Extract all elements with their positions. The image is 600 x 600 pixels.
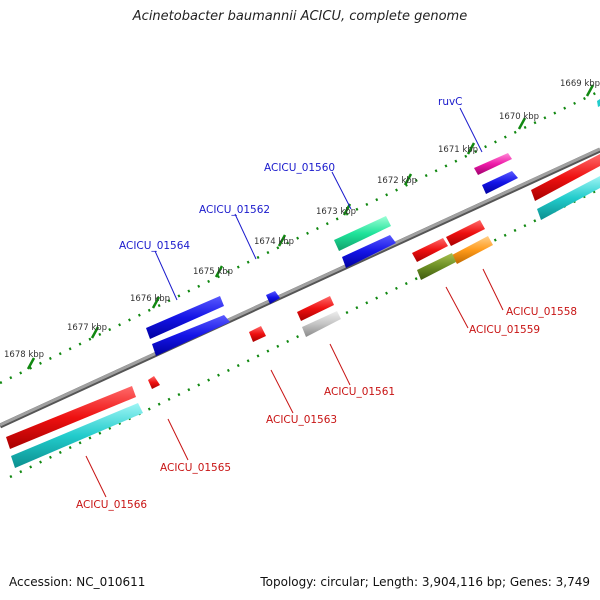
- kbp-label: 1670 kbp: [499, 112, 539, 122]
- gene-acicu-01566-cds[interactable]: [11, 403, 143, 468]
- gene-edge-top-cyan[interactable]: [597, 99, 600, 107]
- gene-label-acicu-01558[interactable]: ACICU_01558: [506, 306, 577, 318]
- bottom-label-leaders: [85, 268, 504, 498]
- kbp-label: 1669 kbp: [560, 79, 600, 89]
- gene-label-acicu-01562[interactable]: ACICU_01562: [199, 204, 270, 216]
- gene-edge-top-red[interactable]: [531, 154, 600, 201]
- gene-ruvc-cds[interactable]: [482, 171, 518, 194]
- gene-acicu-01558-cds[interactable]: [452, 236, 493, 264]
- gene-acicu-01564-cds[interactable]: [152, 315, 230, 356]
- kbp-label: 1675 kbp: [193, 267, 233, 277]
- gene-acicu-01566-gene[interactable]: [6, 386, 136, 449]
- gene-label-acicu-01566[interactable]: ACICU_01566: [76, 499, 147, 511]
- kbp-label: 1674 kbp: [254, 237, 294, 247]
- kbp-label: 1677 kbp: [67, 323, 107, 333]
- gene-label-acicu-01559[interactable]: ACICU_01559: [469, 324, 540, 336]
- kbp-label: 1678 kbp: [4, 350, 44, 360]
- gene-acicu-01561-cds[interactable]: [302, 311, 341, 337]
- top-label-leaders: [154, 107, 483, 301]
- kbp-label: 1673 kbp: [316, 207, 356, 217]
- gene-acicu-01564-gene[interactable]: [146, 296, 224, 339]
- gene-label-acicu-01564[interactable]: ACICU_01564: [119, 240, 190, 252]
- gene-label-acicu-01560[interactable]: ACICU_01560: [264, 162, 335, 174]
- gene-edge-top-teal[interactable]: [537, 176, 600, 220]
- gene-acicu-01562[interactable]: [266, 291, 280, 304]
- kbp-label: 1672 kbp: [377, 176, 417, 186]
- backbone: [0, 147, 600, 427]
- gene-ruvc-gene[interactable]: [474, 153, 512, 175]
- gene-acicu-01563[interactable]: [249, 326, 266, 342]
- gene-label-acicu-01563[interactable]: ACICU_01563: [266, 414, 337, 426]
- gene-label-acicu-01561[interactable]: ACICU_01561: [324, 386, 395, 398]
- major-ticks: [26, 84, 595, 370]
- gene-acicu-01565[interactable]: [148, 376, 160, 389]
- accession-text: Accession: NC_010611: [9, 575, 146, 589]
- kbp-label: 1671 kbp: [438, 145, 478, 155]
- genome-summary-text: Topology: circular; Length: 3,904,116 bp…: [260, 575, 590, 589]
- gene-acicu-01558-gene[interactable]: [446, 220, 485, 246]
- kbp-label: 1676 kbp: [130, 294, 170, 304]
- gene-acicu-01561-gene[interactable]: [297, 296, 334, 321]
- gene-acicu-01559-cds[interactable]: [417, 253, 456, 280]
- scale-track-top: [0, 89, 600, 385]
- gene-acicu-01560-cds[interactable]: [342, 235, 396, 268]
- gene-label-ruvc[interactable]: ruvC: [438, 96, 463, 108]
- gene-acicu-01559-gene[interactable]: [412, 238, 448, 262]
- gene-acicu-01560-gene[interactable]: [334, 216, 391, 251]
- gene-label-acicu-01565[interactable]: ACICU_01565: [160, 462, 231, 474]
- map-title: Acinetobacter baumannii ACICU, complete …: [132, 9, 468, 24]
